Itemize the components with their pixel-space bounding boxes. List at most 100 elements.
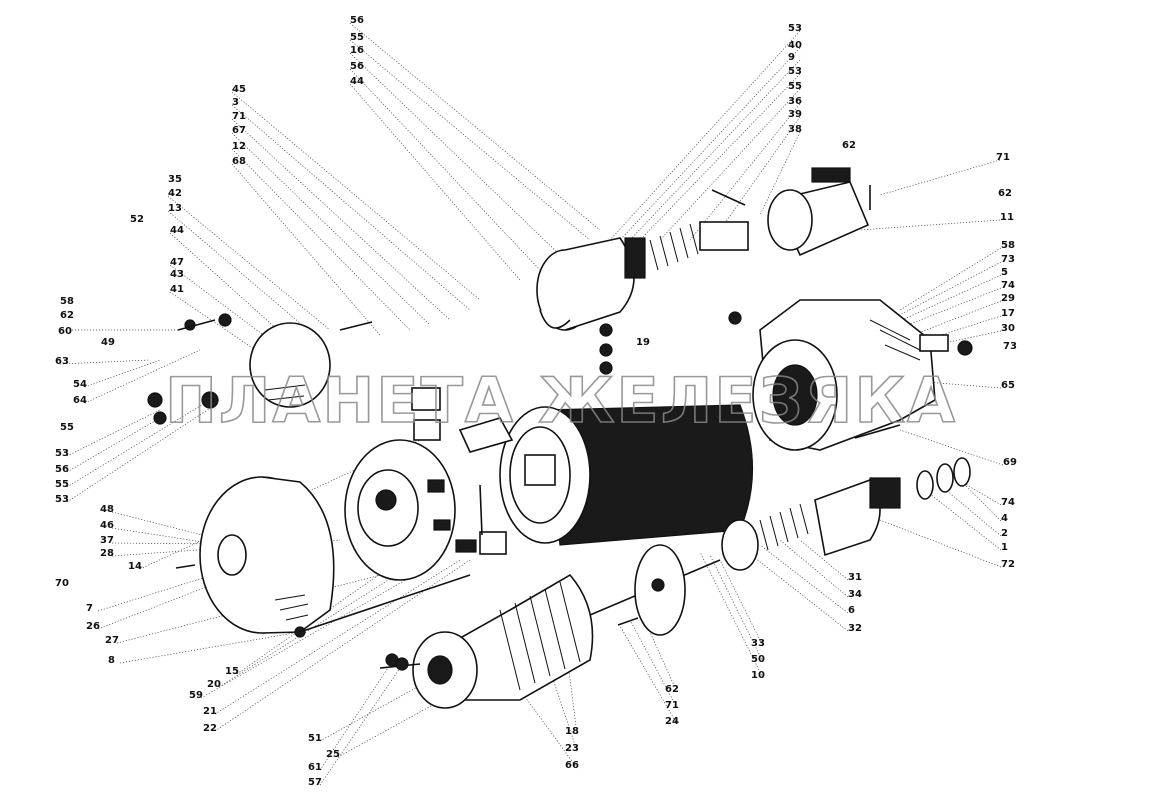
- part-label: 20: [207, 679, 221, 690]
- leader-line: [231, 132, 431, 326]
- leader-line: [66, 409, 161, 457]
- part-label: 73: [1003, 341, 1017, 352]
- part-label: 58: [60, 296, 74, 307]
- part-label: 58: [1001, 240, 1015, 251]
- part-label: 49: [101, 337, 115, 348]
- leader-line: [349, 39, 591, 241]
- fasteners: [147, 185, 973, 671]
- part-label: 52: [130, 214, 144, 225]
- leader-line: [949, 474, 1002, 506]
- leader-line: [609, 30, 801, 241]
- leader-line: [337, 689, 461, 758]
- part-labels: 56 55 16 56 44 45 3 71 67 12 68 35 42 13…: [55, 15, 1017, 788]
- part-label: 19: [636, 337, 650, 348]
- part-label: 39: [788, 109, 802, 120]
- part-label: 57: [308, 777, 322, 788]
- part-label: 54: [73, 379, 87, 390]
- leader-line: [66, 417, 161, 473]
- part-label: 55: [55, 479, 69, 490]
- watermark: ПЛАНЕТА ЖЕЛЕЗЯКА: [165, 364, 957, 437]
- part-label: 25: [326, 749, 340, 760]
- leader-line: [200, 559, 441, 699]
- part-label: 43: [170, 269, 184, 280]
- leader-line: [689, 103, 801, 241]
- leader-line: [167, 210, 321, 341]
- leader-line: [879, 519, 1002, 568]
- leader-line: [116, 569, 401, 644]
- part-label: 62: [665, 684, 679, 695]
- part-label: 9: [788, 52, 795, 63]
- part-label: 6: [848, 605, 855, 616]
- leader-line: [619, 625, 678, 725]
- leader-line: [349, 83, 521, 281]
- leader-line: [699, 551, 764, 679]
- leader-line: [909, 315, 1002, 346]
- leader-line: [879, 274, 1002, 331]
- brush-holder-plate: [344, 439, 456, 581]
- part-label: 3: [232, 97, 239, 108]
- part-label: 65: [1001, 380, 1015, 391]
- leader-line: [231, 118, 451, 321]
- leader-line: [719, 116, 801, 231]
- part-label: 31: [848, 572, 862, 583]
- armature-shaft-rear-cover: [634, 544, 686, 636]
- leader-line: [759, 131, 801, 216]
- part-label: 61: [308, 762, 322, 773]
- part-label: 53: [55, 494, 69, 505]
- part-label: 71: [665, 700, 679, 711]
- leader-line: [519, 689, 578, 769]
- leader-line: [214, 559, 461, 715]
- part-label: 62: [842, 140, 856, 151]
- part-label: 44: [170, 225, 184, 236]
- part-label: 21: [203, 706, 217, 717]
- part-label: 37: [100, 535, 114, 546]
- leader-line: [899, 247, 1002, 311]
- part-label: 27: [105, 635, 119, 646]
- part-label: 44: [350, 76, 364, 87]
- part-label: 51: [308, 733, 322, 744]
- solenoid-contact-cover: [767, 167, 870, 257]
- leader-line: [231, 163, 381, 336]
- leader-line: [319, 664, 391, 771]
- drive-pinion-clutch: [721, 457, 971, 571]
- part-label: 33: [751, 638, 765, 649]
- part-label: 69: [1003, 457, 1017, 468]
- part-label: 55: [788, 81, 802, 92]
- leader-line: [889, 261, 1002, 321]
- part-label: 7: [86, 603, 93, 614]
- part-label: 35: [168, 174, 182, 185]
- leader-line: [84, 359, 161, 388]
- leader-line: [959, 479, 1002, 522]
- part-label: 34: [848, 589, 862, 600]
- part-label: 5: [1001, 267, 1008, 278]
- leader-line: [231, 148, 411, 331]
- part-label: 68: [232, 156, 246, 167]
- part-label: 48: [100, 504, 114, 515]
- leader-line: [169, 232, 301, 351]
- part-label: 64: [73, 395, 87, 406]
- part-label: 74: [1001, 497, 1015, 508]
- leader-line: [934, 330, 1002, 346]
- brushes: [411, 387, 507, 555]
- part-label: 46: [100, 520, 114, 531]
- solenoid: [536, 221, 749, 331]
- leader-line: [639, 73, 801, 241]
- part-label: 42: [168, 188, 182, 199]
- leader-line: [709, 554, 764, 663]
- part-label: 53: [788, 66, 802, 77]
- part-label: 73: [1001, 254, 1015, 265]
- part-label: 56: [55, 464, 69, 475]
- leader-line: [218, 559, 421, 688]
- part-label: 4: [1001, 513, 1008, 524]
- part-label: 60: [58, 326, 72, 337]
- leader-line: [859, 219, 1001, 231]
- part-label: 63: [55, 356, 69, 367]
- leader-line: [629, 59, 801, 241]
- part-label: 74: [1001, 280, 1015, 291]
- part-label: 59: [189, 690, 203, 701]
- part-label: 55: [350, 32, 364, 43]
- part-label: 56: [350, 61, 364, 72]
- leader-line: [744, 549, 849, 632]
- part-label: 55: [60, 422, 74, 433]
